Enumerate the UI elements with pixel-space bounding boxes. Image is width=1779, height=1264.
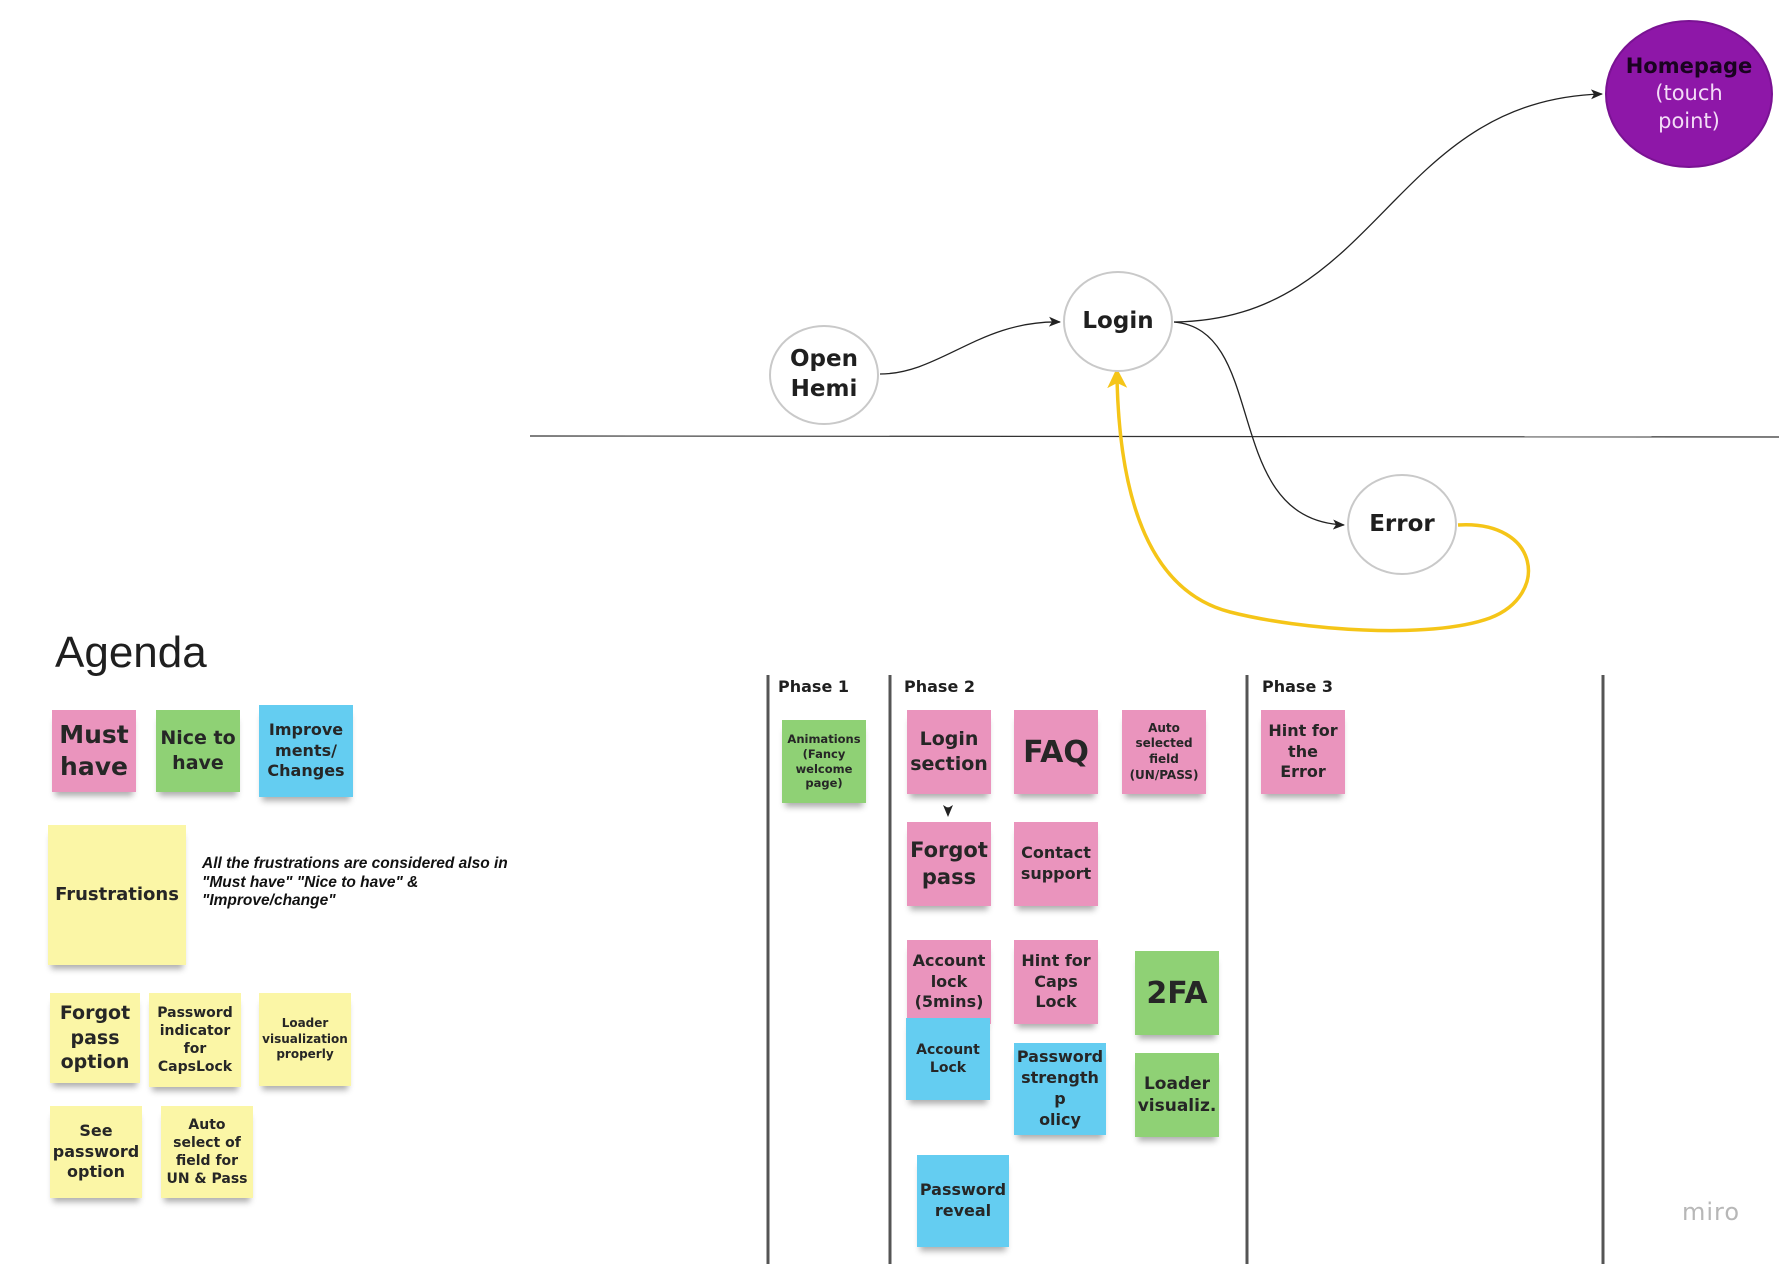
sticky-2fa[interactable]: 2FA <box>1135 951 1219 1035</box>
arrow-login-to-homepage <box>1173 89 1603 323</box>
miro-logo: miro <box>1682 1198 1741 1226</box>
frustrations-note: All the frustrations are considered also… <box>202 855 508 910</box>
arrow-login-to-error <box>1173 321 1345 530</box>
agenda-title: Agenda <box>55 628 207 677</box>
node-homepage-touch-point[interactable]: Homepage (touch point) <box>1605 20 1773 168</box>
horizontal-divider <box>529 435 1779 438</box>
arrow-error-to-login-loop <box>1107 368 1531 633</box>
node-login[interactable]: Login <box>1063 271 1173 372</box>
phase-3-label: Phase 3 <box>1262 677 1333 696</box>
sticky-faq[interactable]: FAQ <box>1014 710 1098 794</box>
node-error[interactable]: Error <box>1347 474 1457 575</box>
phase-1-label: Phase 1 <box>778 677 849 696</box>
arrow-open-to-login <box>879 316 1061 375</box>
frustrations-header[interactable]: Frustrations <box>48 825 186 965</box>
phase-2-label: Phase 2 <box>904 677 975 696</box>
